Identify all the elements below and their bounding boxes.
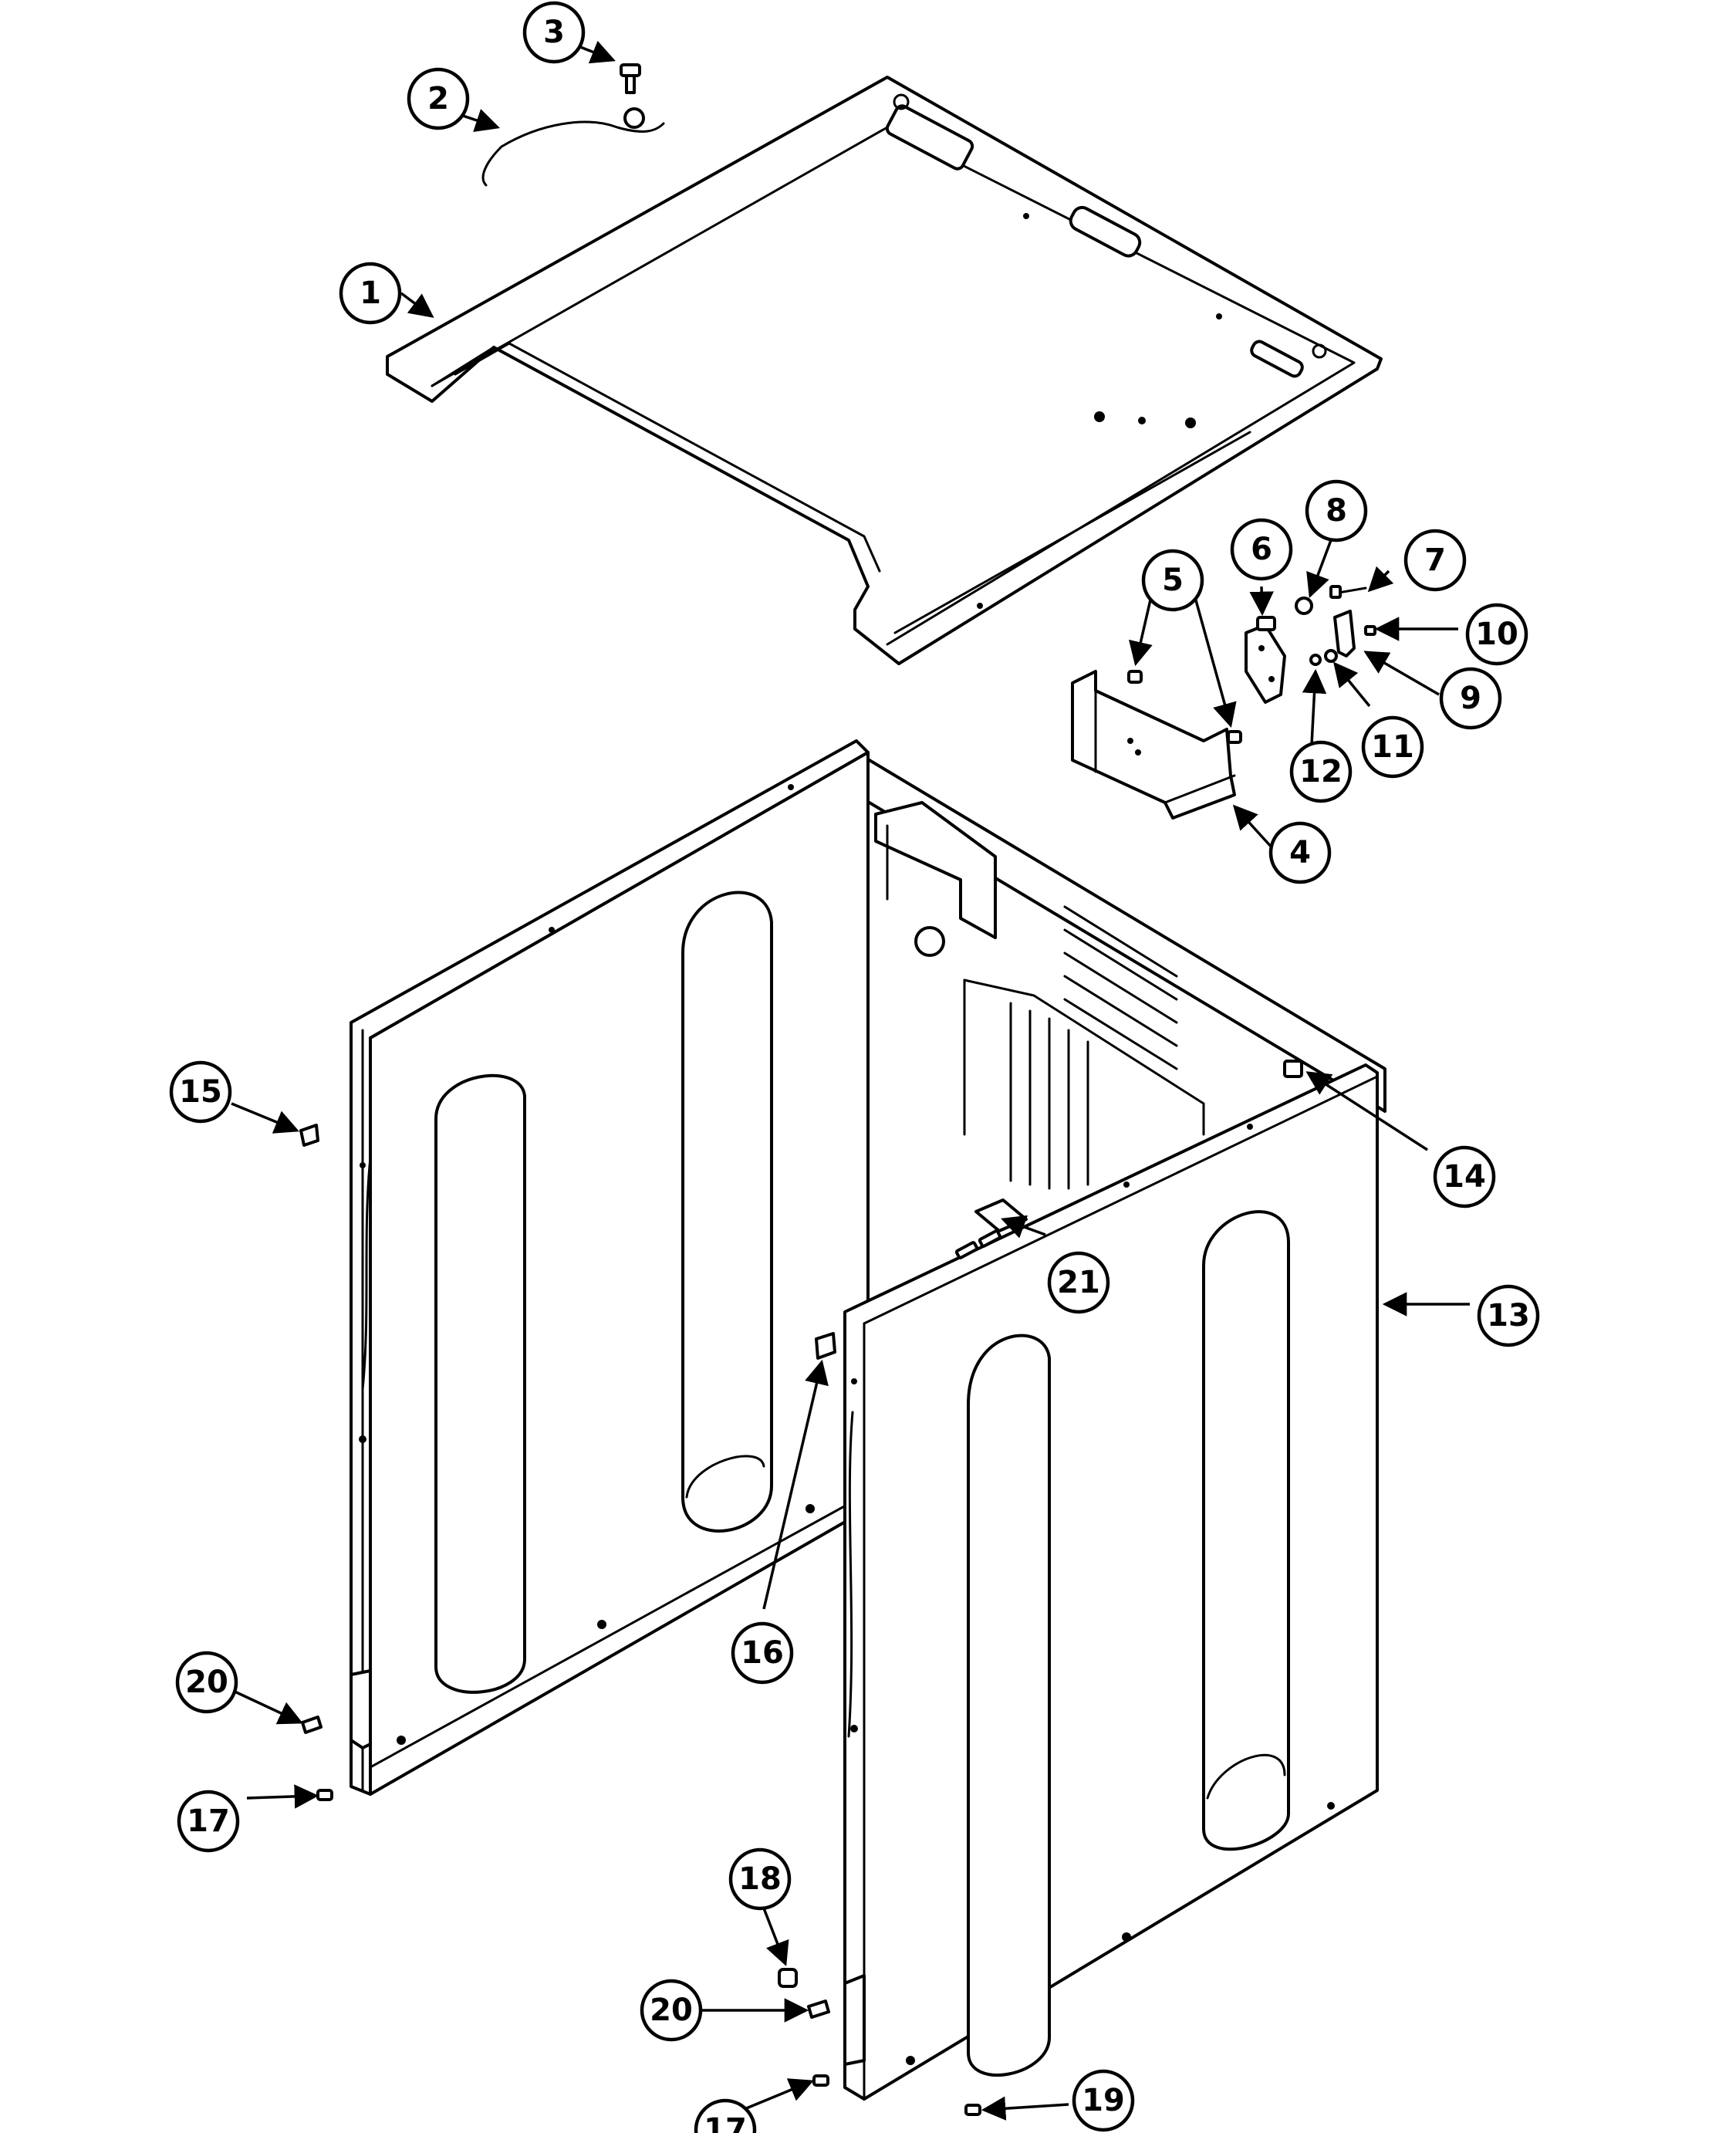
svg-text:9: 9 [1460, 681, 1481, 716]
callout-16: 16 [731, 1621, 794, 1685]
svg-text:18: 18 [738, 1861, 782, 1897]
callout-13: 13 [1477, 1284, 1540, 1347]
loose-parts [299, 1124, 981, 2116]
svg-text:17: 17 [187, 1803, 230, 1839]
callout-20a: 20 [175, 1651, 238, 1714]
callout-19: 19 [1072, 2069, 1135, 2132]
svg-text:2: 2 [427, 81, 449, 117]
svg-text:14: 14 [1443, 1159, 1486, 1195]
screw-part-17a [316, 1789, 333, 1801]
bracket-part-4 [1071, 670, 1236, 820]
cabinet [350, 739, 1386, 2101]
callout-15: 15 [169, 1060, 232, 1124]
screw-part-19 [964, 2104, 981, 2116]
callout-8: 8 [1305, 479, 1368, 543]
svg-text:15: 15 [179, 1074, 222, 1110]
callout-10: 10 [1465, 603, 1528, 666]
ground-wire [481, 107, 665, 187]
svg-text:12: 12 [1299, 754, 1343, 789]
leader-lines [231, 40, 1470, 2121]
clip-part-16 [815, 1332, 836, 1360]
svg-text:6: 6 [1251, 532, 1272, 567]
heater-fins [1009, 1002, 1089, 1190]
callout-14: 14 [1433, 1145, 1496, 1208]
callout-21: 21 [1047, 1251, 1110, 1314]
callout-2: 2 [407, 67, 470, 130]
svg-text:7: 7 [1424, 543, 1446, 578]
cap-part-18 [778, 1968, 798, 1988]
callout-17a: 17 [177, 1790, 240, 1853]
svg-text:20: 20 [185, 1665, 228, 1700]
screw-part-17b [812, 2074, 829, 2087]
callout-1: 1 [339, 262, 402, 325]
callout-17b: 17 [694, 2098, 757, 2133]
vent-louvers [1063, 905, 1178, 1070]
svg-text:3: 3 [543, 15, 565, 50]
svg-text:5: 5 [1162, 563, 1184, 598]
svg-text:16: 16 [741, 1635, 784, 1671]
clip-part-15 [299, 1124, 319, 1147]
svg-text:10: 10 [1475, 617, 1518, 652]
callout-9: 9 [1439, 667, 1502, 730]
callout-3: 3 [522, 1, 586, 64]
callout-11: 11 [1361, 715, 1424, 779]
svg-text:20: 20 [650, 1993, 693, 2028]
screw-part-3 [620, 63, 641, 94]
svg-text:11: 11 [1371, 729, 1414, 765]
svg-text:8: 8 [1326, 493, 1347, 529]
callout-7: 7 [1403, 529, 1467, 592]
svg-text:19: 19 [1082, 2083, 1125, 2118]
svg-text:17: 17 [704, 2112, 747, 2133]
foot-part-20a [301, 1716, 323, 1734]
small-hardware [1295, 585, 1376, 666]
callout-12: 12 [1289, 740, 1353, 803]
foot-part-20b [807, 1999, 830, 2019]
callout-5: 5 [1141, 549, 1204, 612]
hinge-part-6 [1245, 616, 1286, 704]
svg-text:21: 21 [1057, 1265, 1100, 1300]
callout-20b: 20 [640, 1979, 703, 2042]
svg-text:13: 13 [1487, 1298, 1530, 1334]
top-panel [386, 76, 1383, 665]
callout-18: 18 [728, 1847, 792, 1911]
callout-6: 6 [1230, 518, 1293, 581]
svg-text:4: 4 [1289, 835, 1311, 870]
svg-text:1: 1 [360, 275, 381, 311]
screws-part-5 [1127, 670, 1242, 744]
callout-4: 4 [1268, 821, 1332, 884]
